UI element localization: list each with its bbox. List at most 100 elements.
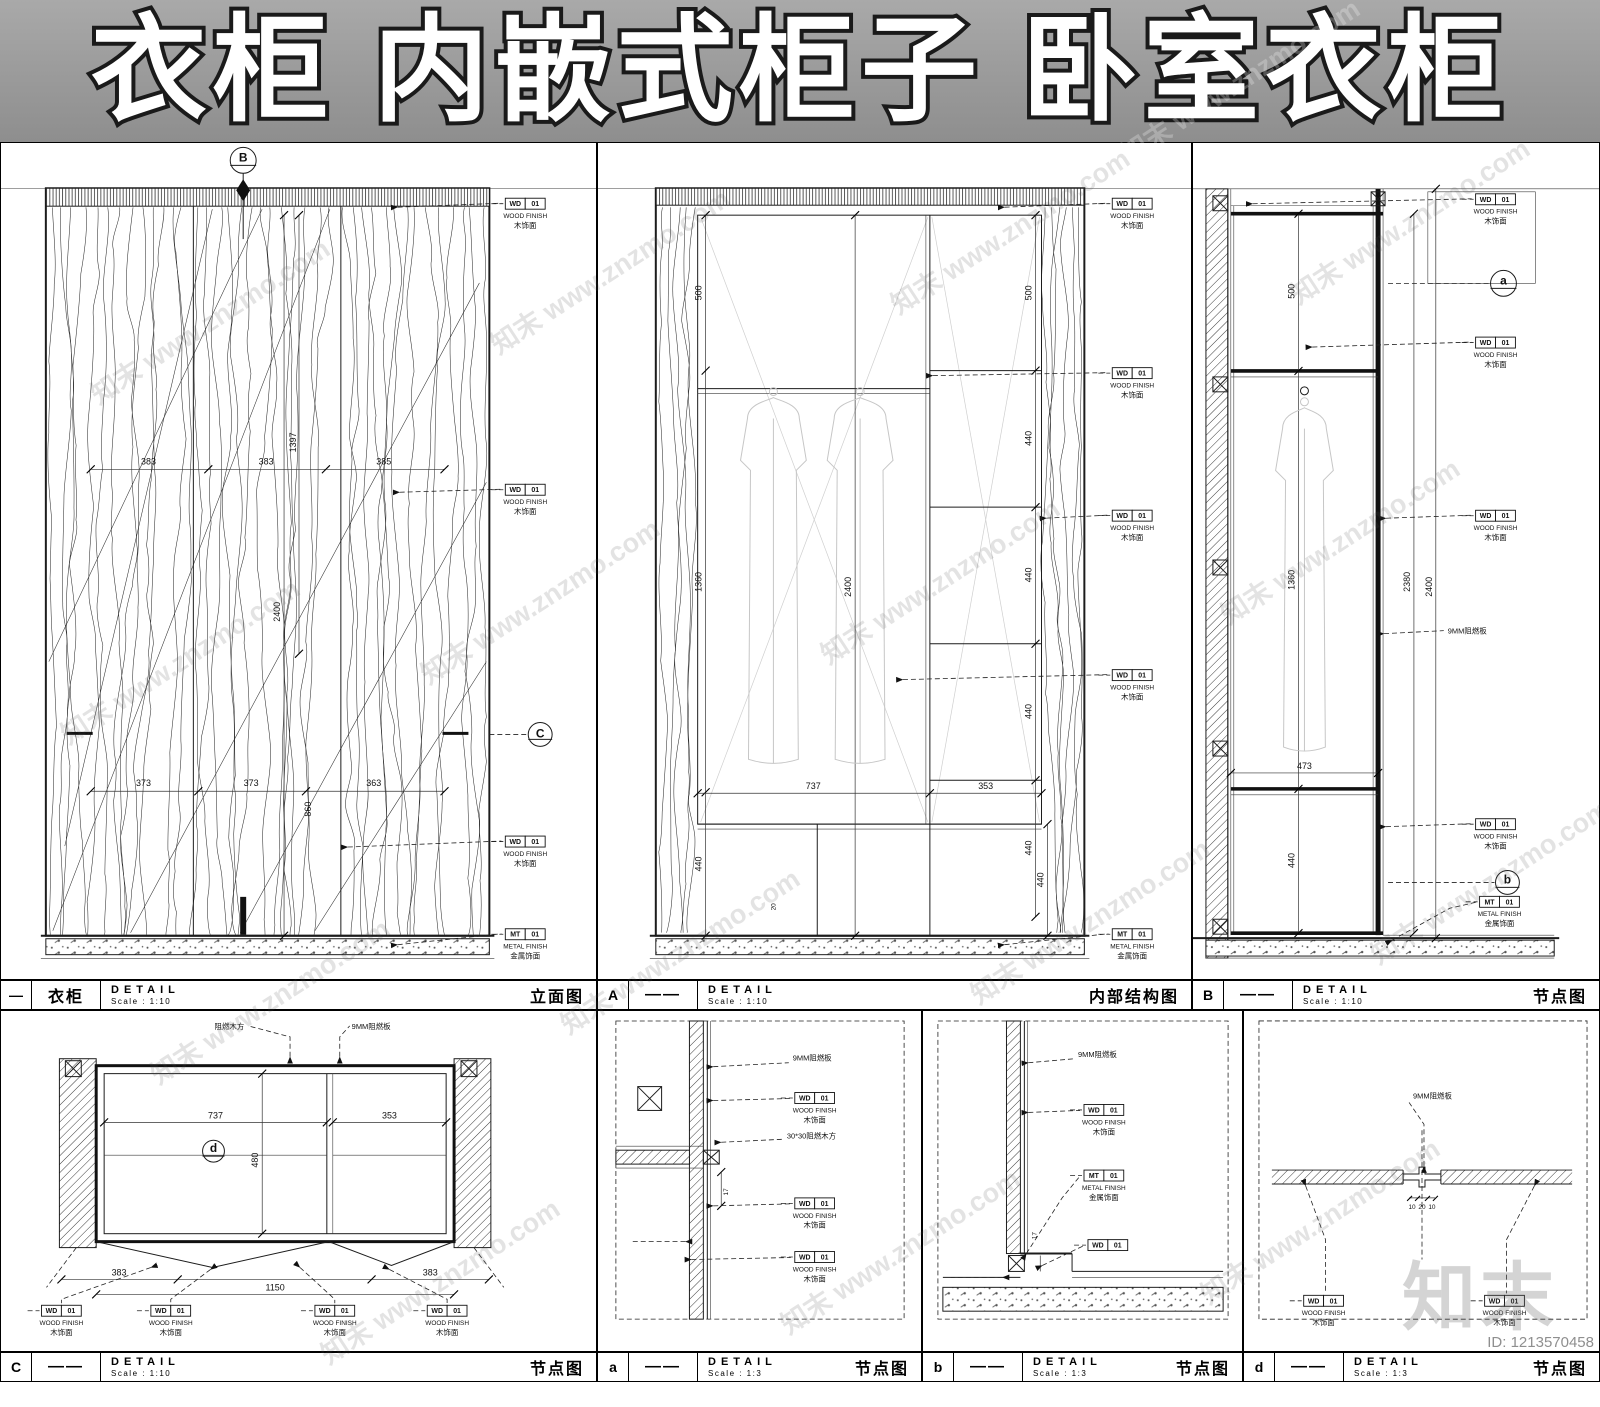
internal-structure-drawing: 500 1360 440 2400 500 440 440 440 440 44… bbox=[598, 187, 1191, 961]
svg-text:WOOD FINISH: WOOD FINISH bbox=[149, 1320, 193, 1327]
detail-block: DETAIL Scale : 1:3 bbox=[698, 1353, 787, 1381]
svg-text:01: 01 bbox=[531, 839, 539, 846]
svg-text:WD: WD bbox=[799, 1201, 811, 1208]
svg-text:WOOD FINISH: WOOD FINISH bbox=[1082, 1119, 1126, 1126]
board-9mm-label: 9MM阻燃板 bbox=[706, 1053, 832, 1070]
board-9mm-label: 9MM阻燃板 bbox=[1408, 1090, 1452, 1173]
svg-text:WD: WD bbox=[509, 201, 521, 208]
panel-tag: a bbox=[598, 1353, 629, 1381]
svg-text:WOOD FINISH: WOOD FINISH bbox=[313, 1320, 357, 1327]
wood-batten-block bbox=[702, 1149, 720, 1165]
svg-text:9MM阻燃板: 9MM阻燃板 bbox=[352, 1021, 391, 1031]
blocking-x-box bbox=[1212, 559, 1229, 576]
svg-text:木饰面: 木饰面 bbox=[804, 1114, 827, 1124]
svg-text:WD: WD bbox=[799, 1255, 811, 1262]
dim-label: 440 bbox=[694, 856, 704, 871]
scale-word: Scale : 1:10 bbox=[111, 997, 172, 1006]
blocking-x-box bbox=[1212, 195, 1229, 212]
svg-text:WD: WD bbox=[1116, 673, 1128, 680]
svg-text:木饰面: 木饰面 bbox=[1484, 532, 1507, 542]
panel-tag: B bbox=[1193, 981, 1224, 1009]
dim-label: 440 bbox=[1024, 567, 1034, 582]
detail-word: DETAIL bbox=[708, 984, 777, 996]
dim-label: 1397 bbox=[288, 432, 298, 452]
svg-text:01: 01 bbox=[1138, 673, 1146, 680]
svg-text:d: d bbox=[210, 1141, 217, 1155]
image-id-label: ID: 1213570458 bbox=[1487, 1334, 1594, 1351]
detail-word: DETAIL bbox=[1033, 1356, 1102, 1368]
detail-marker-b: b bbox=[1388, 869, 1520, 895]
garment-outline bbox=[739, 387, 807, 764]
hanging-rod-section bbox=[1299, 386, 1309, 396]
blocking-x-box bbox=[1212, 918, 1229, 935]
svg-text:木饰面: 木饰面 bbox=[436, 1327, 459, 1337]
garment-outline bbox=[1275, 397, 1334, 752]
svg-text:金属饰面: 金属饰面 bbox=[1117, 951, 1147, 961]
floor-band bbox=[1205, 939, 1555, 957]
svg-text:木饰面: 木饰面 bbox=[1121, 692, 1144, 702]
blocking-x-box bbox=[1212, 376, 1229, 393]
wall-hatch bbox=[1005, 1020, 1021, 1255]
svg-text:WD: WD bbox=[1308, 1298, 1320, 1305]
svg-text:阻燃木方: 阻燃木方 bbox=[215, 1021, 245, 1031]
svg-text:木饰面: 木饰面 bbox=[1093, 1126, 1116, 1136]
blocking-x-box bbox=[64, 1060, 82, 1078]
svg-text:01: 01 bbox=[1138, 932, 1146, 939]
dim-label: 1360 bbox=[1287, 570, 1297, 590]
svg-text:WD: WD bbox=[1480, 822, 1492, 829]
board-9mm-label: 9MM阻燃板 bbox=[336, 1021, 391, 1064]
svg-text:WD: WD bbox=[155, 1308, 167, 1315]
svg-text:WOOD FINISH: WOOD FINISH bbox=[1302, 1310, 1346, 1317]
view-name: 节点图 bbox=[1532, 1361, 1587, 1378]
svg-text:木饰面: 木饰面 bbox=[514, 506, 537, 516]
dim-label: 737 bbox=[806, 781, 821, 791]
svg-text:WOOD FINISH: WOOD FINISH bbox=[425, 1320, 469, 1327]
svg-text:01: 01 bbox=[1511, 1298, 1519, 1305]
detail-word: DETAIL bbox=[111, 984, 180, 996]
view-name: 节点图 bbox=[1175, 1361, 1230, 1378]
panel-name: —— bbox=[1224, 981, 1293, 1009]
titlebar-section-b: B —— DETAIL Scale : 1:10 节点图 bbox=[1193, 979, 1599, 1009]
view-name: 节点图 bbox=[1532, 989, 1587, 1006]
panel-name: —— bbox=[32, 1353, 101, 1381]
svg-text:9MM阻燃板: 9MM阻燃板 bbox=[1448, 626, 1487, 636]
dim-label: 385 bbox=[376, 456, 391, 466]
title-banner: 衣柜 内嵌式柜子 卧室衣柜 bbox=[0, 0, 1600, 142]
dim-label: 383 bbox=[141, 456, 156, 466]
svg-text:WD: WD bbox=[1116, 513, 1128, 520]
panel-name: 衣柜 bbox=[32, 981, 101, 1009]
svg-text:01: 01 bbox=[341, 1308, 349, 1315]
board-9mm-label: 9MM阻燃板 bbox=[1377, 626, 1487, 637]
detail-block: DETAIL Scale : 1:3 bbox=[1344, 1353, 1433, 1381]
svg-text:01: 01 bbox=[821, 1095, 829, 1102]
dim-label: 2380 bbox=[1402, 572, 1412, 592]
panel-name: —— bbox=[954, 1353, 1023, 1381]
blocking-x-box bbox=[1212, 740, 1229, 757]
svg-text:METAL FINISH: METAL FINISH bbox=[1082, 1185, 1126, 1192]
wall-hatch bbox=[615, 1149, 690, 1165]
dim-label: 373 bbox=[136, 778, 151, 788]
svg-text:01: 01 bbox=[531, 487, 539, 494]
svg-text:WOOD FINISH: WOOD FINISH bbox=[1483, 1310, 1527, 1317]
terrazzo-band bbox=[942, 1286, 1224, 1312]
blocking-x-box bbox=[1370, 191, 1386, 207]
svg-text:WOOD FINISH: WOOD FINISH bbox=[1474, 352, 1518, 359]
dim-label: 440 bbox=[1024, 431, 1034, 446]
detail-word: DETAIL bbox=[708, 1356, 777, 1368]
detail-marker-d: d bbox=[202, 1139, 225, 1163]
